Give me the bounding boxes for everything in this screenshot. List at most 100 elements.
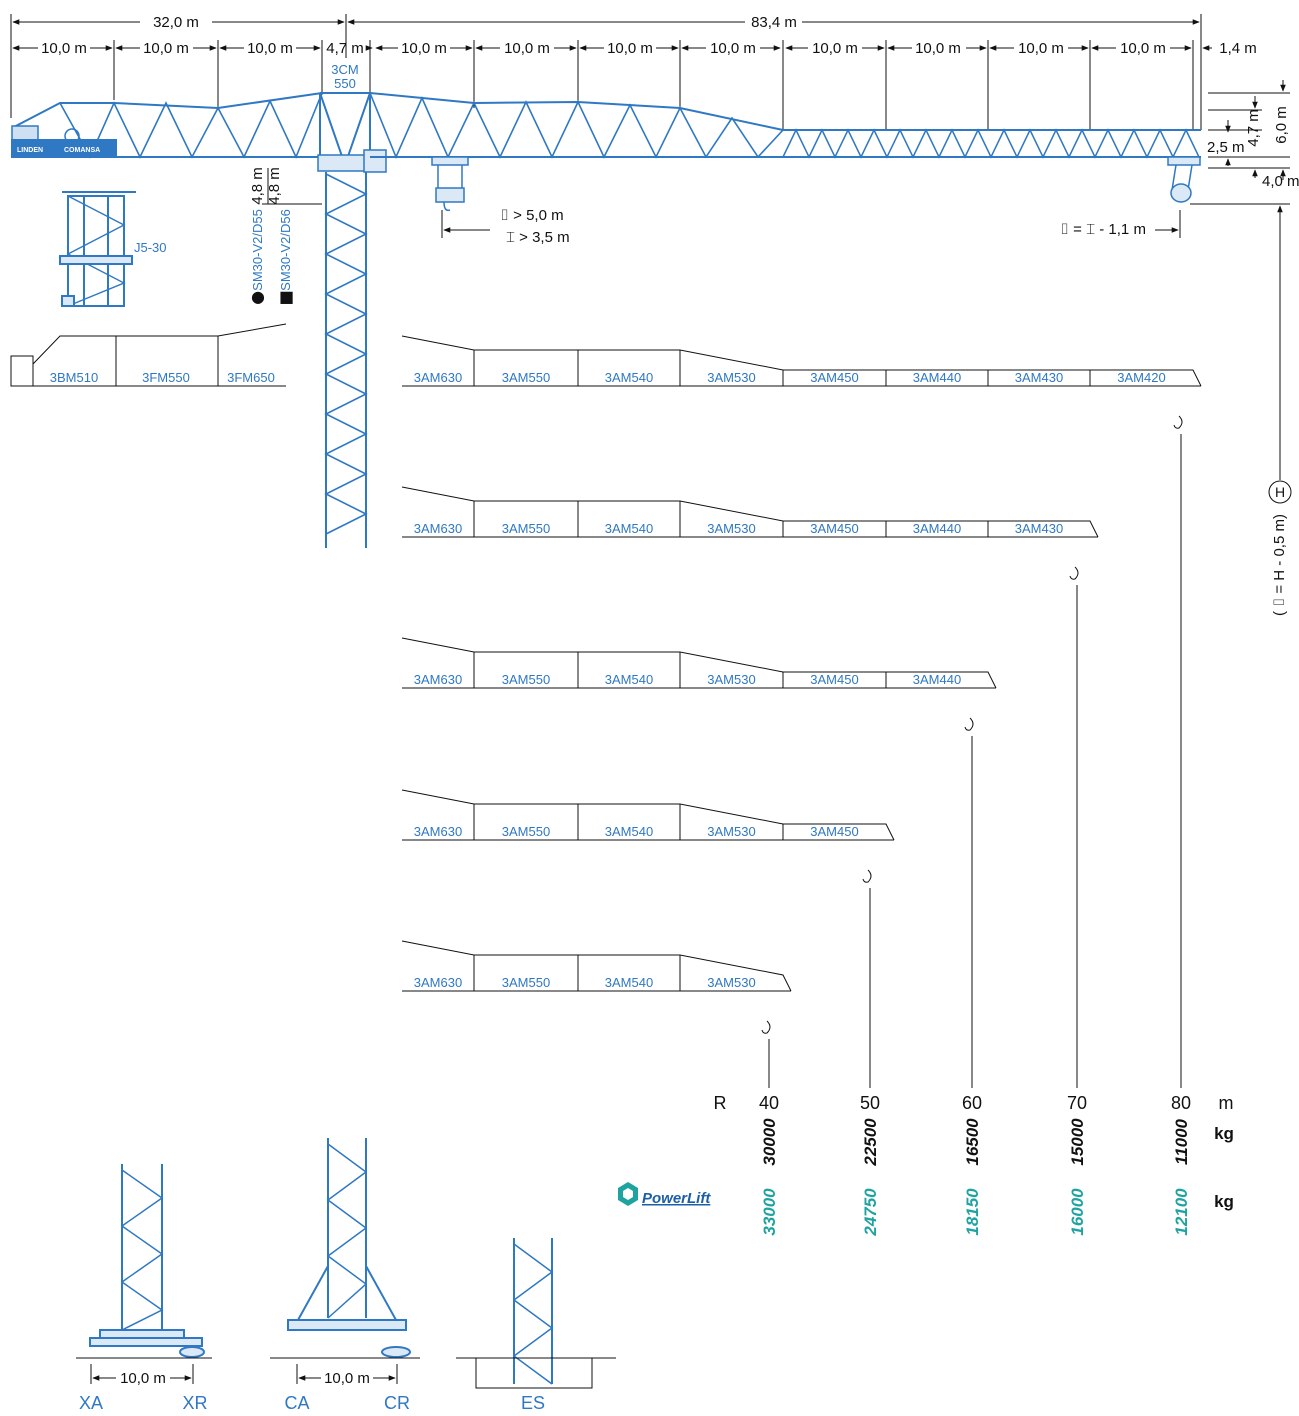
jib-section-label: 3AM550 [502,975,550,990]
jib-section-label: 3AM550 [502,521,550,536]
jib-section-label: 3AM440 [913,521,961,536]
trolley-note [441,210,490,238]
jib-section-label: 3AM530 [707,672,755,687]
base-es [456,1238,616,1389]
jib-segment-6: 10,0 m [915,40,961,57]
climbing-cage-label: J5-30 [134,240,167,255]
hook-icon [1173,415,1183,429]
cab-label: 3CM 550 [331,62,358,91]
radius-value: 40 [759,1093,779,1113]
powerlift-load-value: 18150 [963,1188,982,1236]
brand-plate: LINDEN COMANSA [17,147,100,154]
counter-segment-3: 10,0 m [247,40,293,57]
square-section-label: SM30-V2/D56 [278,209,293,291]
hook-icon [862,869,872,883]
climbing-cage [59,191,136,307]
jib-section-label: 3AM440 [913,672,961,687]
jib-section-label: 3AM430 [1015,370,1063,385]
jib-section-label: 3AM450 [810,824,858,839]
radius-value: 70 [1067,1093,1087,1113]
jib-segment-3: 10,0 m [607,40,653,57]
base-ca-cr [270,1138,420,1384]
jib-config-row: 3AM630 3AM550 3AM540 3AM530 3AM450 3AM440 3AM4… [401,486,1099,1088]
powerlift-brand: PowerLift [642,1190,711,1207]
jib-configurations: 3AM630 3AM550 3AM540 3AM530 3AM450 3AM440 3AM4… [401,335,1202,1088]
jib-section-label: 3AM430 [1015,521,1063,536]
tower-dim-upper: 4,8 m [249,167,266,205]
radius-r-label: R [714,1093,727,1113]
cab-model-line1: 3CM [331,62,358,77]
jib-config-row: 3AM630 3AM550 3AM540 3AM530 3AM450 3AM440 3AM4… [401,335,1202,1088]
base-label-cr: CR [384,1393,410,1413]
radius-value: 80 [1171,1093,1191,1113]
counter-segment-2: 10,0 m [143,40,189,57]
jib-section-label: 3AM550 [502,672,550,687]
powerlift-load-value: 16000 [1068,1188,1087,1236]
jib-segment-1: 10,0 m [401,40,447,57]
jib-config-row: 3AM630 3AM550 3AM540 3AM530 3AM450 3AM440 [401,637,997,1088]
counter-section-2: 3FM550 [142,370,190,385]
base-dim-ca-cr: 10,0 m [324,1370,370,1387]
tower-dimension [262,168,322,205]
radius-value: 60 [962,1093,982,1113]
radius-unit: m [1219,1093,1234,1113]
round-section-label: SM30-V2/D55 [250,209,265,291]
jib-segment-5: 10,0 m [812,40,858,57]
counter-jib-length: 32,0 m [153,14,199,31]
powerlift-load-value: 33000 [760,1188,779,1236]
dim-6-0: 6,0 m [1273,106,1290,144]
brand-linden: LINDEN [17,147,43,154]
base-label-ca: CA [284,1393,309,1413]
jib-section-label: 3AM450 [810,521,858,536]
base-xa-xr [76,1164,212,1384]
jib-section-label: 3AM630 [414,370,462,385]
round-section-symbol: ● [251,287,265,306]
tip-note: ⌷ = ⌶ - 1,1 m [1060,221,1146,238]
jib-section-label: 3AM540 [605,824,653,839]
jib-section-label: 3AM550 [502,370,550,385]
square-section-symbol: ■ [279,287,294,306]
cab-model-line2: 550 [334,76,356,91]
base-label-xr: XR [182,1393,207,1413]
jib-length: 83,4 m [751,14,797,31]
tip-load-value: 30000 [760,1118,779,1166]
dim-2-5: 2,5 m [1207,139,1245,156]
jib-segment-4: 10,0 m [710,40,756,57]
mast-width: 4,7 m [326,40,364,57]
tower-mast [324,172,368,548]
jib-section-label: 3AM420 [1117,370,1165,385]
tip-load-value: 22500 [861,1118,880,1167]
counter-segment-1: 10,0 m [41,40,87,57]
capacity-columns: 4030000330005022500247506016500181507015… [759,1093,1191,1237]
jib-section-label: 3AM440 [913,370,961,385]
right-dimensions [1190,80,1292,504]
jib-section-label: 3AM630 [414,521,462,536]
tip-load-value: 16500 [963,1118,982,1166]
height-marker: H [1275,484,1285,500]
powerlift-unit: kg [1214,1192,1234,1211]
base-dim-xa-xr: 10,0 m [120,1370,166,1387]
jib-section-label: 3AM530 [707,521,755,536]
tip-load-value: 11000 [1172,1118,1191,1165]
powerlift-load-value: 12100 [1172,1188,1191,1236]
jib-section-label: 3AM540 [605,370,653,385]
jib-section-label: 3AM630 [414,824,462,839]
counter-section-3: 3FM650 [227,370,275,385]
brand-comansa: COMANSA [64,147,100,154]
jib-segment-8: 10,0 m [1120,40,1166,57]
radius-value: 50 [860,1093,880,1113]
jib-section-label: 3AM630 [414,975,462,990]
height-note: ( ⌷ = H - 0,5 m) [1271,514,1288,616]
dim-4-0: 4,0 m [1262,173,1299,190]
jib-section-label: 3AM540 [605,672,653,687]
tip-note-dim [1155,210,1181,238]
trolley-note-1: ⌷ > 5,0 m [500,207,564,224]
trolley-note-2: ⌶ > 3,5 m [506,229,570,246]
counter-section-1: 3BM510 [50,370,98,385]
dim-4-7: 4,7 m [1245,109,1262,147]
jib-section-label: 3AM530 [707,824,755,839]
jib-section-label: 3AM450 [810,672,858,687]
jib-section-label: 3AM450 [810,370,858,385]
